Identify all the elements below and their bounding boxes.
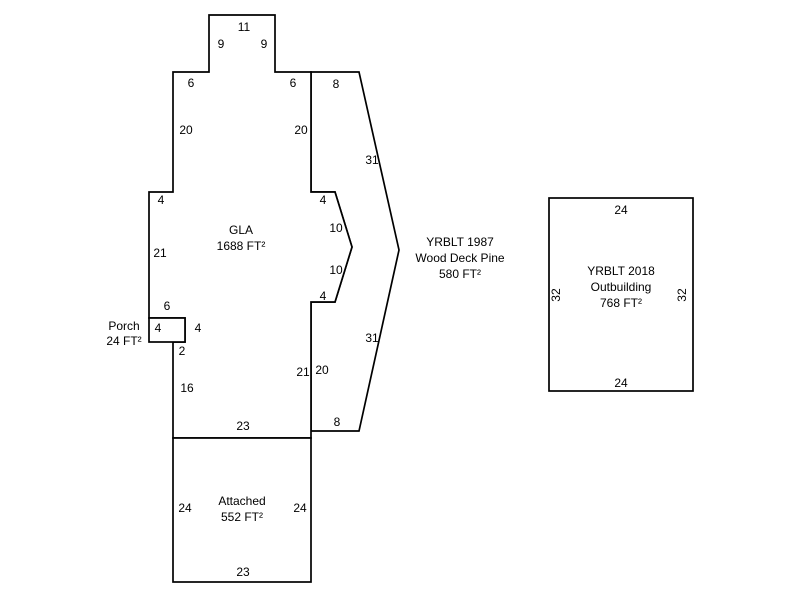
gla-dim-step-bottom: 2 [179,344,186,358]
gla-dim-lower-right: 21 [296,365,310,379]
gla-area: 1688 FT² [217,239,266,253]
porch-area: 24 FT² [106,334,141,348]
outbuilding-subtitle: Outbuilding [591,280,652,294]
deck-dim-bottom: 8 [334,415,341,429]
gla-dim-porch-ledge: 6 [164,299,171,313]
outbuilding-title: YRBLT 2018 [587,264,655,278]
gla-dim-upper-right: 20 [294,123,308,137]
gla-dim-bump-right: 9 [261,37,268,51]
gla-dim-bump-top: 11 [238,20,251,34]
deck-dim-top: 8 [333,77,340,91]
outbuilding-dim-right: 32 [675,288,689,302]
gla-dim-shoulder-left: 6 [188,76,195,90]
gla-label: GLA [229,223,253,237]
deck-dim-diag-upper: 31 [365,153,379,167]
outbuilding-outline [548,197,694,392]
attached-dim-bottom: 23 [236,565,250,579]
gla-dim-bay-bottom: 4 [320,289,327,303]
deck-dim-left: 20 [315,363,329,377]
porch-label: Porch [108,319,139,333]
deck-dim-diag-lower: 31 [365,331,379,345]
attached-area: 552 FT² [221,510,263,524]
attached-dim-right: 24 [293,501,307,515]
gla-dim-step-left: 4 [158,193,165,207]
gla-dim-bump-left: 9 [218,37,225,51]
deck-title: YRBLT 1987 [426,235,494,249]
attached-outline [172,437,312,583]
porch-dim-left: 4 [155,321,162,335]
porch-outline [148,317,186,343]
gla-dim-bay-upper: 10 [329,221,343,235]
outbuilding-dim-top: 24 [614,203,628,217]
attached-label: Attached [218,494,265,508]
outbuilding-area: 768 FT² [600,296,642,310]
outbuilding-dim-bottom: 24 [614,376,628,390]
deck-area: 580 FT² [439,267,481,281]
gla-dim-mid-left: 21 [153,246,167,260]
gla-dim-bay-lower: 10 [329,263,343,277]
gla-dim-lower-left: 16 [180,381,194,395]
deck-subtitle: Wood Deck Pine [415,251,504,265]
gla-dim-porch-side: 4 [195,321,202,335]
gla-dim-bay-top: 4 [320,193,327,207]
gla-dim-upper-left: 20 [179,123,193,137]
gla-dim-shoulder-right: 6 [290,76,297,90]
gla-dim-bottom: 23 [236,419,250,433]
outbuilding-dim-left: 32 [549,288,563,302]
attached-dim-left: 24 [178,501,192,515]
